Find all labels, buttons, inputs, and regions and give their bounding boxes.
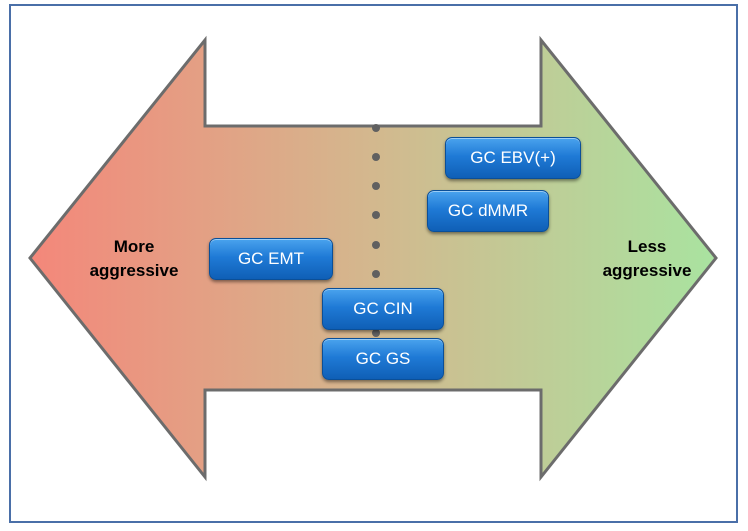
divider-dot bbox=[372, 241, 380, 249]
subtype-dmmr-pill: GC dMMR bbox=[427, 190, 549, 232]
subtype-gs-pill: GC GS bbox=[322, 338, 444, 380]
less-aggressive-line-1: Less bbox=[627, 237, 667, 256]
subtype-ebv-pill: GC EBV(+) bbox=[445, 137, 581, 179]
subtype-emt-pill: GC EMT bbox=[209, 238, 333, 280]
divider-dot bbox=[372, 329, 380, 337]
divider-dotted-line bbox=[372, 124, 380, 337]
divider-dot bbox=[372, 182, 380, 190]
more-aggressive-label: More aggressive bbox=[74, 235, 194, 283]
divider-dot bbox=[372, 211, 380, 219]
subtype-cin-pill: GC CIN bbox=[322, 288, 444, 330]
more-aggressive-line-1: More bbox=[113, 237, 155, 256]
less-aggressive-line-2: aggressive bbox=[602, 261, 692, 280]
more-aggressive-line-2: aggressive bbox=[89, 261, 179, 280]
divider-dot bbox=[372, 270, 380, 278]
divider-dot bbox=[372, 153, 380, 161]
less-aggressive-label: Less aggressive bbox=[587, 235, 707, 283]
divider-dot bbox=[372, 124, 380, 132]
